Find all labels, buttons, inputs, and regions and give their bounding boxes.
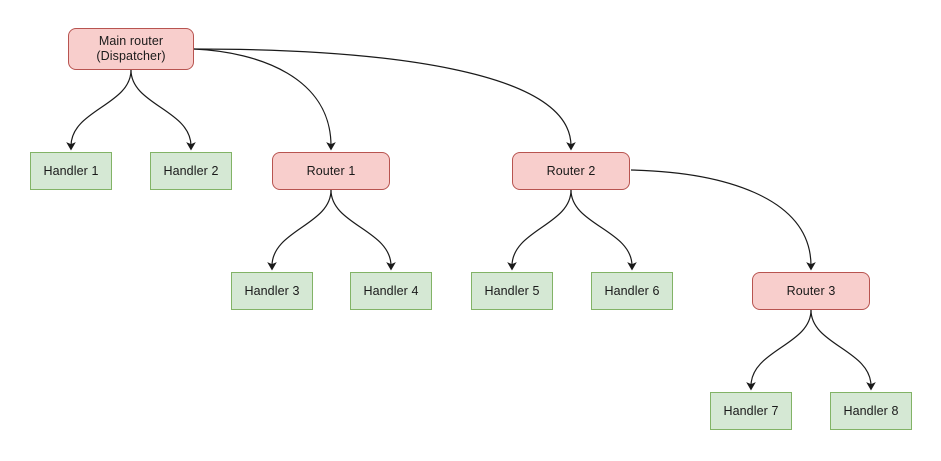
node-handler-7[interactable]: Handler 7 xyxy=(710,392,792,430)
node-handler-2[interactable]: Handler 2 xyxy=(150,152,232,190)
node-router-3[interactable]: Router 3 xyxy=(752,272,870,310)
node-router-1[interactable]: Router 1 xyxy=(272,152,390,190)
edge-router-3-to-handler-8 xyxy=(810,309,876,391)
edge-main-to-router-1 xyxy=(193,48,336,151)
edge-router-1-to-handler-4 xyxy=(330,189,396,271)
node-handler-6[interactable]: Handler 6 xyxy=(591,272,673,310)
node-label-handler-3: Handler 3 xyxy=(244,283,300,298)
node-handler-1[interactable]: Handler 1 xyxy=(30,152,112,190)
node-label-handler-5: Handler 5 xyxy=(484,283,540,298)
node-handler-5[interactable]: Handler 5 xyxy=(471,272,553,310)
node-label-handler-7: Handler 7 xyxy=(723,403,779,418)
node-label-handler-2: Handler 2 xyxy=(163,163,219,178)
node-label-main-router: Main router (Dispatcher) xyxy=(96,34,166,63)
node-handler-3[interactable]: Handler 3 xyxy=(231,272,313,310)
node-label-handler-6: Handler 6 xyxy=(604,283,660,298)
node-handler-8[interactable]: Handler 8 xyxy=(830,392,912,430)
edge-main-to-router-2 xyxy=(193,48,576,151)
node-handler-4[interactable]: Handler 4 xyxy=(350,272,432,310)
edge-main-to-handler-2 xyxy=(130,69,196,151)
edge-router-3-to-handler-7 xyxy=(746,309,812,391)
edge-router-2-to-handler-6 xyxy=(570,189,637,271)
edge-router-2-to-handler-5 xyxy=(507,189,572,271)
edges-group xyxy=(66,48,876,391)
edge-router-2-to-router-3 xyxy=(630,169,816,271)
node-label-handler-8: Handler 8 xyxy=(843,403,899,418)
node-router-2[interactable]: Router 2 xyxy=(512,152,630,190)
edge-router-1-to-handler-3 xyxy=(267,189,332,271)
node-label-handler-4: Handler 4 xyxy=(363,283,419,298)
node-label-router-3: Router 3 xyxy=(786,283,836,298)
node-label-handler-1: Handler 1 xyxy=(43,163,99,178)
node-label-router-1: Router 1 xyxy=(306,163,356,178)
node-main-router[interactable]: Main router (Dispatcher) xyxy=(68,28,194,70)
node-label-router-2: Router 2 xyxy=(546,163,596,178)
edge-main-to-handler-1 xyxy=(66,69,132,151)
